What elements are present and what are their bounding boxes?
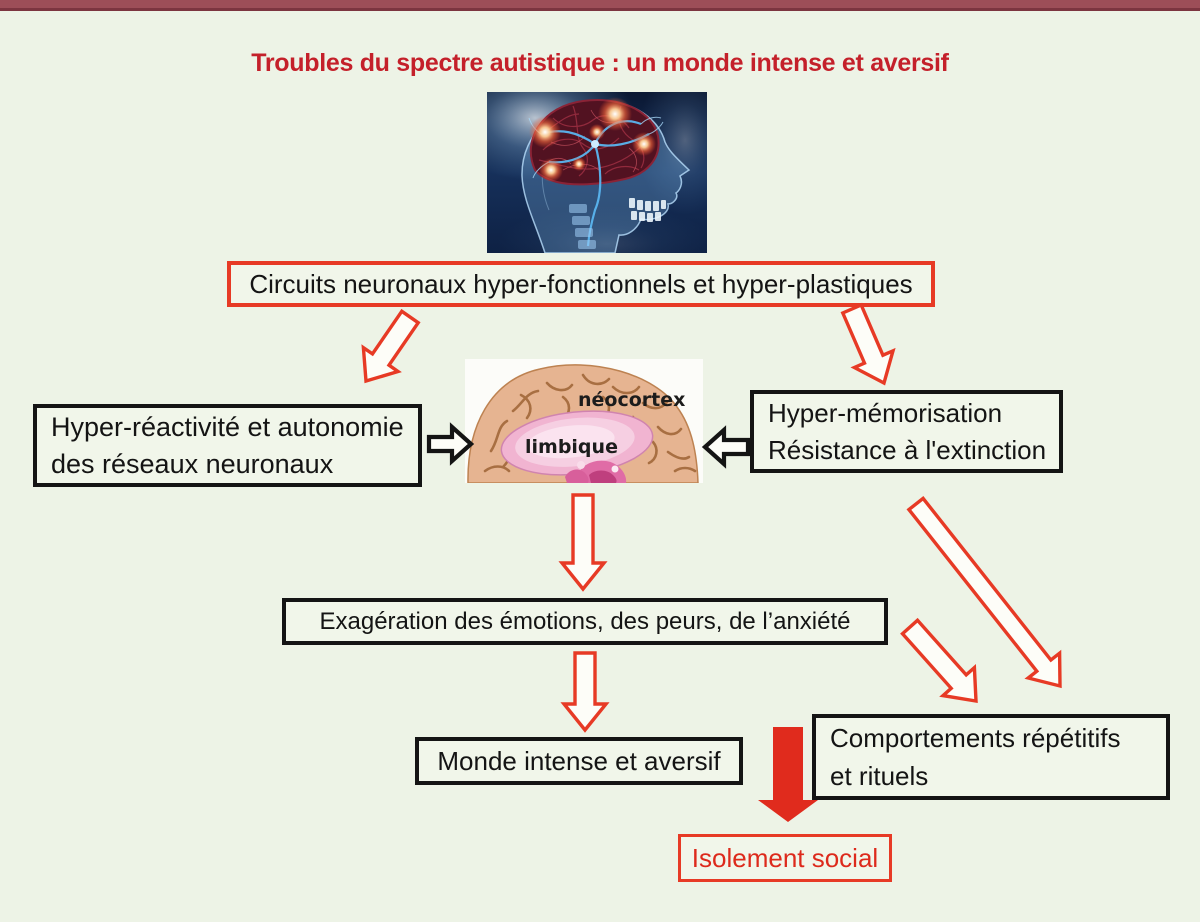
node-hyper-memorisation-line2: Résistance à l'extinction (768, 434, 1047, 465)
node-hyper-reactivite-line2: des réseaux neuronaux (51, 448, 334, 479)
node-exageration-label: Exagération des émotions, des peurs, de … (319, 607, 851, 635)
node-hyper-reactivite-line1: Hyper-réactivité et autonomie (51, 411, 404, 442)
label-neocortex: néocortex (578, 389, 685, 411)
node-isolement: Isolement social (678, 834, 892, 882)
node-monde-label: Monde intense et aversif (437, 745, 721, 776)
brain-sagittal-image: néocortex limbique (465, 359, 703, 484)
arrow-exageration-to-monde-icon (560, 651, 610, 733)
node-isolement-label: Isolement social (691, 842, 879, 873)
arrow-comportements-to-isolement-icon (758, 727, 818, 822)
arrow-brain-to-exageration-icon (558, 493, 608, 592)
arrow-circuits-to-memorisation-icon (840, 302, 896, 386)
node-circuits-label: Circuits neuronaux hyper-fonctionnels et… (249, 268, 913, 299)
arrow-circuits-to-reactivite-icon (361, 308, 421, 384)
node-hyper-reactivite: Hyper-réactivité et autonomie des réseau… (33, 404, 422, 487)
arrow-memorisation-to-brain-icon (701, 425, 751, 469)
arrow-reactivite-to-brain-icon (426, 422, 475, 466)
arrow-exageration-to-comportements-icon (900, 617, 978, 704)
node-hyper-memorisation: Hyper-mémorisation Résistance à l'extinc… (750, 390, 1063, 473)
node-circuits: Circuits neuronaux hyper-fonctionnels et… (227, 261, 935, 307)
node-hyper-memorisation-line1: Hyper-mémorisation (768, 397, 1003, 428)
label-limbique: limbique (525, 436, 618, 458)
diagram-title: Troubles du spectre autistique : un mond… (251, 49, 949, 77)
node-monde: Monde intense et aversif (415, 737, 743, 785)
arrow-memorisation-to-comportements-icon (906, 496, 1062, 689)
node-exageration: Exagération des émotions, des peurs, de … (282, 598, 888, 645)
node-comportements-line2: et rituels (830, 761, 929, 791)
node-comportements-line1: Comportements répétitifs (830, 723, 1121, 753)
top-border-bar (0, 0, 1200, 11)
node-comportements: Comportements répétitifs et rituels (812, 714, 1170, 800)
